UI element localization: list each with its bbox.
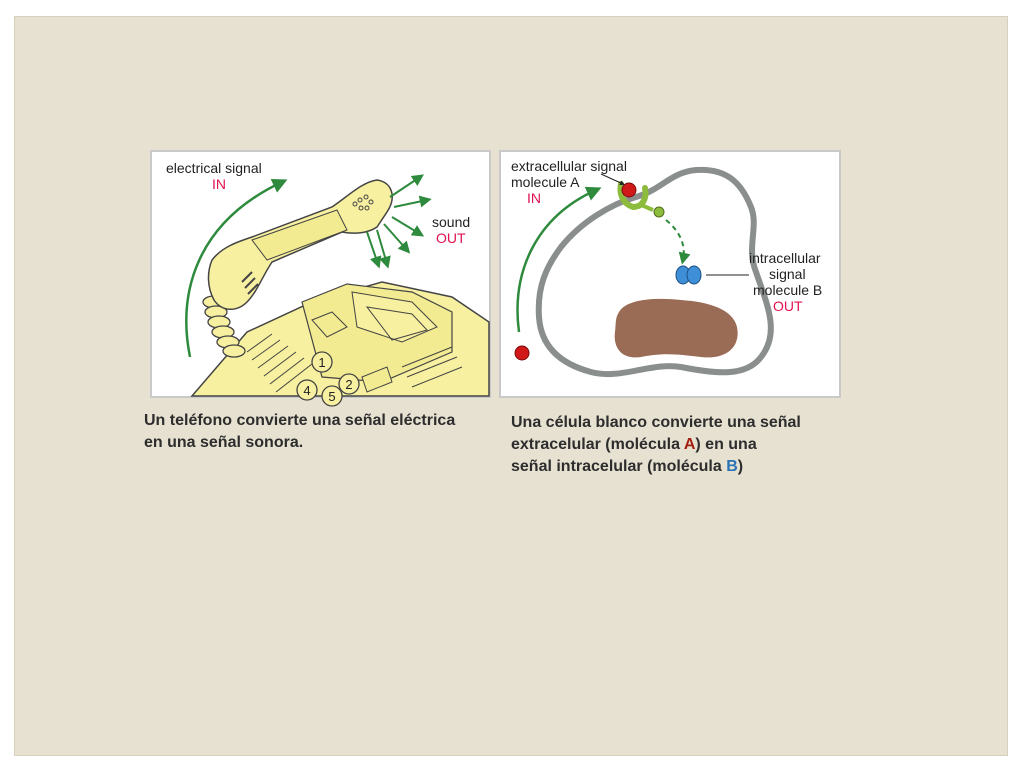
key-2: 2 xyxy=(345,377,352,392)
signal-out-label: OUT xyxy=(773,298,803,314)
molecule-a-incoming xyxy=(514,345,530,361)
phone-handset xyxy=(207,179,393,310)
caption-right-line1: Una célula blanco convierte una señal xyxy=(511,414,801,431)
signal-in-arrow xyxy=(185,179,288,358)
telephone-illustration: 1 2 4 5 xyxy=(185,174,490,407)
molecule-b-label: molecule B xyxy=(753,282,823,298)
sound-label: sound xyxy=(432,214,471,230)
nucleus xyxy=(614,298,738,358)
caption-text: ) en una xyxy=(695,436,757,453)
intracellular-arrow xyxy=(665,219,691,265)
electrical-signal-label: electrical signal xyxy=(166,160,262,176)
key-5: 5 xyxy=(328,389,335,404)
caption-text: ) xyxy=(737,458,744,475)
phone-base: 1 2 4 5 xyxy=(190,281,490,407)
molecule-b xyxy=(675,265,702,285)
cell-illustration xyxy=(514,166,774,378)
molecule-a-bound xyxy=(621,182,637,198)
key-4: 4 xyxy=(303,383,310,398)
caption-left-line1: Un teléfono convierte una señal eléctric… xyxy=(144,412,456,429)
caption-left-line2: en una señal sonora. xyxy=(144,434,304,451)
intracellular-label: intracellular xyxy=(749,250,821,266)
cell-membrane xyxy=(535,166,774,378)
molecule-a-pointer xyxy=(600,173,625,186)
sound-out-label: OUT xyxy=(436,230,466,246)
caption-right-line3: señal intracelular (molécula B) xyxy=(511,456,743,478)
extracellular-signal-label: extracellular signal xyxy=(511,158,627,174)
key-1: 1 xyxy=(318,355,325,370)
molecule-a-highlight: A xyxy=(683,436,696,453)
signal-in-arrow xyxy=(516,186,602,333)
caption-text: señal intracelular (molécula xyxy=(511,458,727,475)
receptor xyxy=(617,181,665,218)
caption-text: extracelular (molécula xyxy=(511,436,684,453)
molecule-b-highlight: B xyxy=(726,458,738,475)
molecule-a-label: molecule A xyxy=(511,174,580,190)
signal-label: signal xyxy=(769,266,806,282)
signal-in-label: IN xyxy=(527,190,541,206)
signal-in-label: IN xyxy=(212,176,226,192)
telephone-panel: 1 2 4 5 xyxy=(150,150,491,407)
sound-out-arrows xyxy=(366,174,432,269)
caption-right-line2: extracelular (molécula A) en una xyxy=(511,434,757,456)
cell-panel: extracellular signal molecule A IN intra… xyxy=(499,150,841,398)
